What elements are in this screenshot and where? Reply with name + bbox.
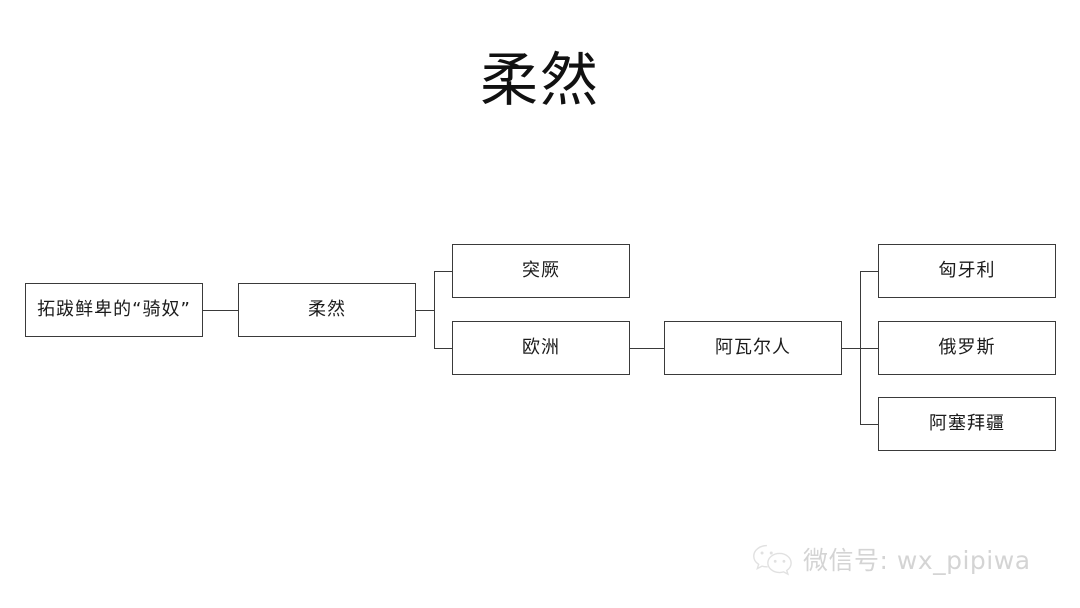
- node-tujue[interactable]: 突厥: [452, 244, 630, 298]
- connector-n2-n4: [434, 348, 452, 349]
- wechat-icon: [753, 544, 792, 576]
- node-rouran[interactable]: 柔然: [238, 283, 416, 337]
- connector-n5-n7: [860, 348, 878, 349]
- connector-n2-stub: [416, 310, 434, 311]
- node-asaibaijiang[interactable]: 阿塞拜疆: [878, 397, 1056, 451]
- watermark-text: 微信号: wx_pipiwa: [803, 545, 1031, 575]
- page-title: 柔然: [479, 46, 600, 114]
- node-eluosi[interactable]: 俄罗斯: [878, 321, 1056, 375]
- connector-n4-n5: [630, 348, 664, 349]
- node-ouzhou[interactable]: 欧洲: [452, 321, 630, 375]
- connector-n5-n6: [860, 271, 878, 272]
- connector-n5-stub: [842, 348, 860, 349]
- node-tuoba-xianbei-qinu[interactable]: 拓跋鲜卑的“骑奴”: [25, 283, 203, 337]
- connector-n2-n3: [434, 271, 452, 272]
- node-xiongyali[interactable]: 匈牙利: [878, 244, 1056, 298]
- connector-n2-bus: [434, 271, 435, 349]
- connector-n5-n8: [860, 424, 878, 425]
- node-awaerren[interactable]: 阿瓦尔人: [664, 321, 842, 375]
- watermark: 微信号: wx_pipiwa: [752, 532, 1072, 588]
- connector-n1-n2: [203, 310, 238, 311]
